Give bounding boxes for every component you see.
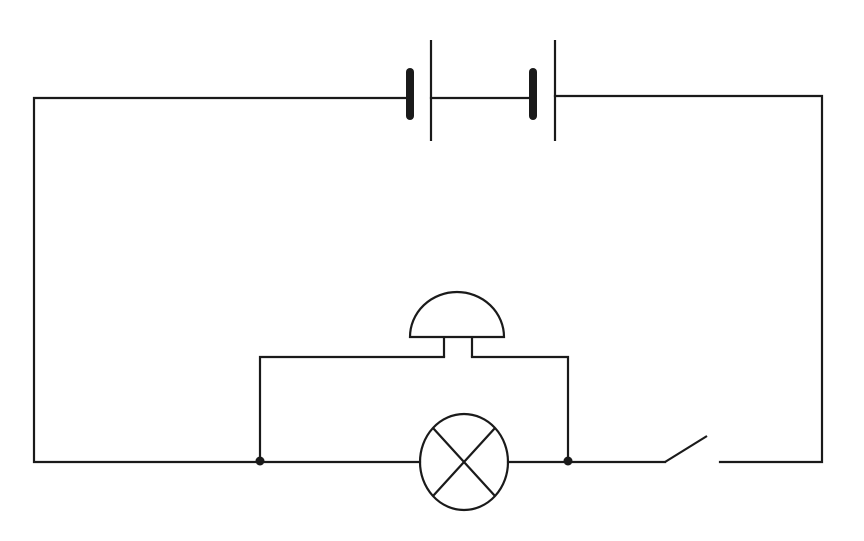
junction-left bbox=[255, 456, 265, 466]
lamp-circle bbox=[418, 412, 510, 512]
wire-bell-branch-right bbox=[470, 355, 570, 464]
bell-dome bbox=[408, 290, 506, 339]
battery-cell-1 bbox=[406, 40, 433, 141]
switch bbox=[664, 435, 708, 463]
junctions bbox=[255, 456, 573, 466]
wire-left bbox=[32, 96, 412, 464]
wire-right bbox=[553, 94, 824, 464]
bell bbox=[408, 290, 506, 357]
lamp-cross-b bbox=[432, 427, 496, 497]
wires bbox=[32, 94, 824, 464]
battery-cell-2 bbox=[529, 40, 557, 141]
junction-right bbox=[563, 456, 573, 466]
wire-bell-branch-left bbox=[258, 355, 446, 464]
switch-blade bbox=[664, 435, 708, 463]
lamp bbox=[418, 412, 510, 512]
battery bbox=[406, 40, 557, 141]
